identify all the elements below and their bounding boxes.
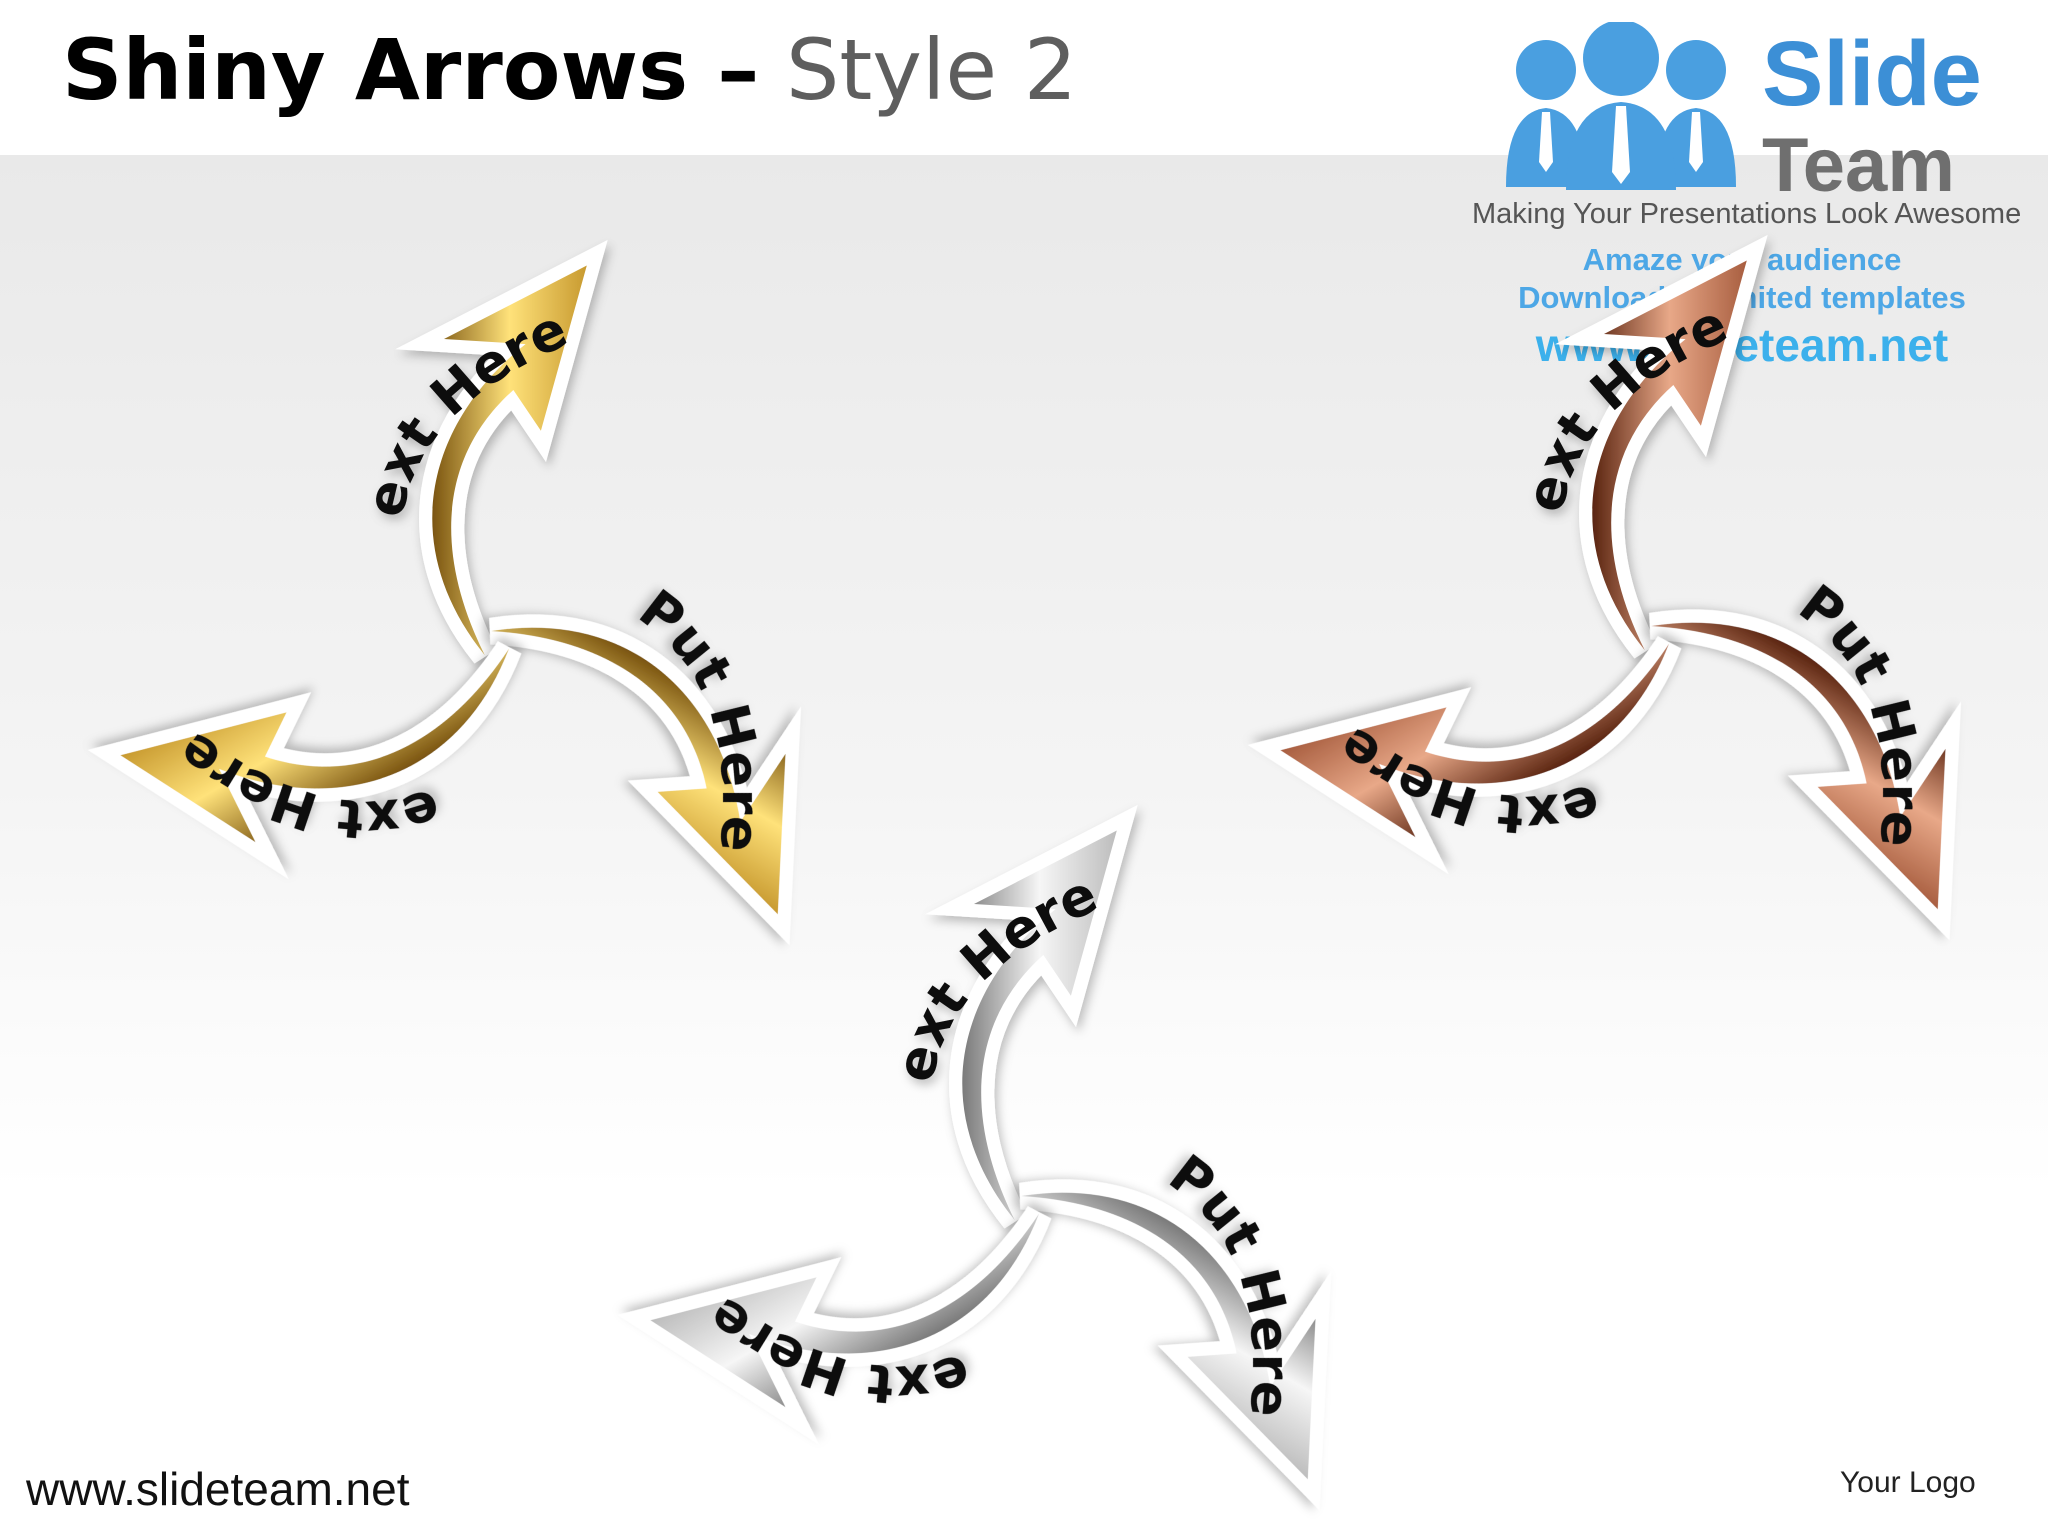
your-logo-placeholder: Your Logo bbox=[1840, 1466, 1976, 1499]
people-group-icon bbox=[1506, 22, 1736, 190]
gold-arrow-diagram: Text Here Put Here Text Here bbox=[120, 266, 895, 941]
gold-arrow-right: Put Here bbox=[440, 515, 895, 914]
copper-arrow-diagram: Text Here Put Here Text Here bbox=[1280, 261, 2048, 936]
copper-arrow-right: Put Here bbox=[1600, 510, 2048, 909]
brand-word-team: Team bbox=[1762, 123, 1955, 208]
brand-tagline: Making Your Presentations Look Awesome bbox=[1472, 198, 2022, 230]
title-bold: Shiny Arrows – bbox=[62, 21, 760, 119]
gold-arrow-up: Text Here bbox=[354, 266, 587, 658]
slide-title: Shiny Arrows – Style 2 bbox=[62, 20, 1077, 120]
silver-arrow-diagram: Text Here Put Here Text Here bbox=[650, 831, 1425, 1506]
brand-word-slide: Slide bbox=[1762, 23, 1982, 125]
footer-url[interactable]: www.slideteam.net bbox=[26, 1463, 410, 1515]
copper-arrow-up: Text Here bbox=[1514, 261, 1747, 653]
silver-arrow-right: Put Here bbox=[970, 1080, 1425, 1479]
title-light: Style 2 bbox=[786, 21, 1078, 119]
silver-arrow-up: Text Here bbox=[884, 831, 1117, 1223]
